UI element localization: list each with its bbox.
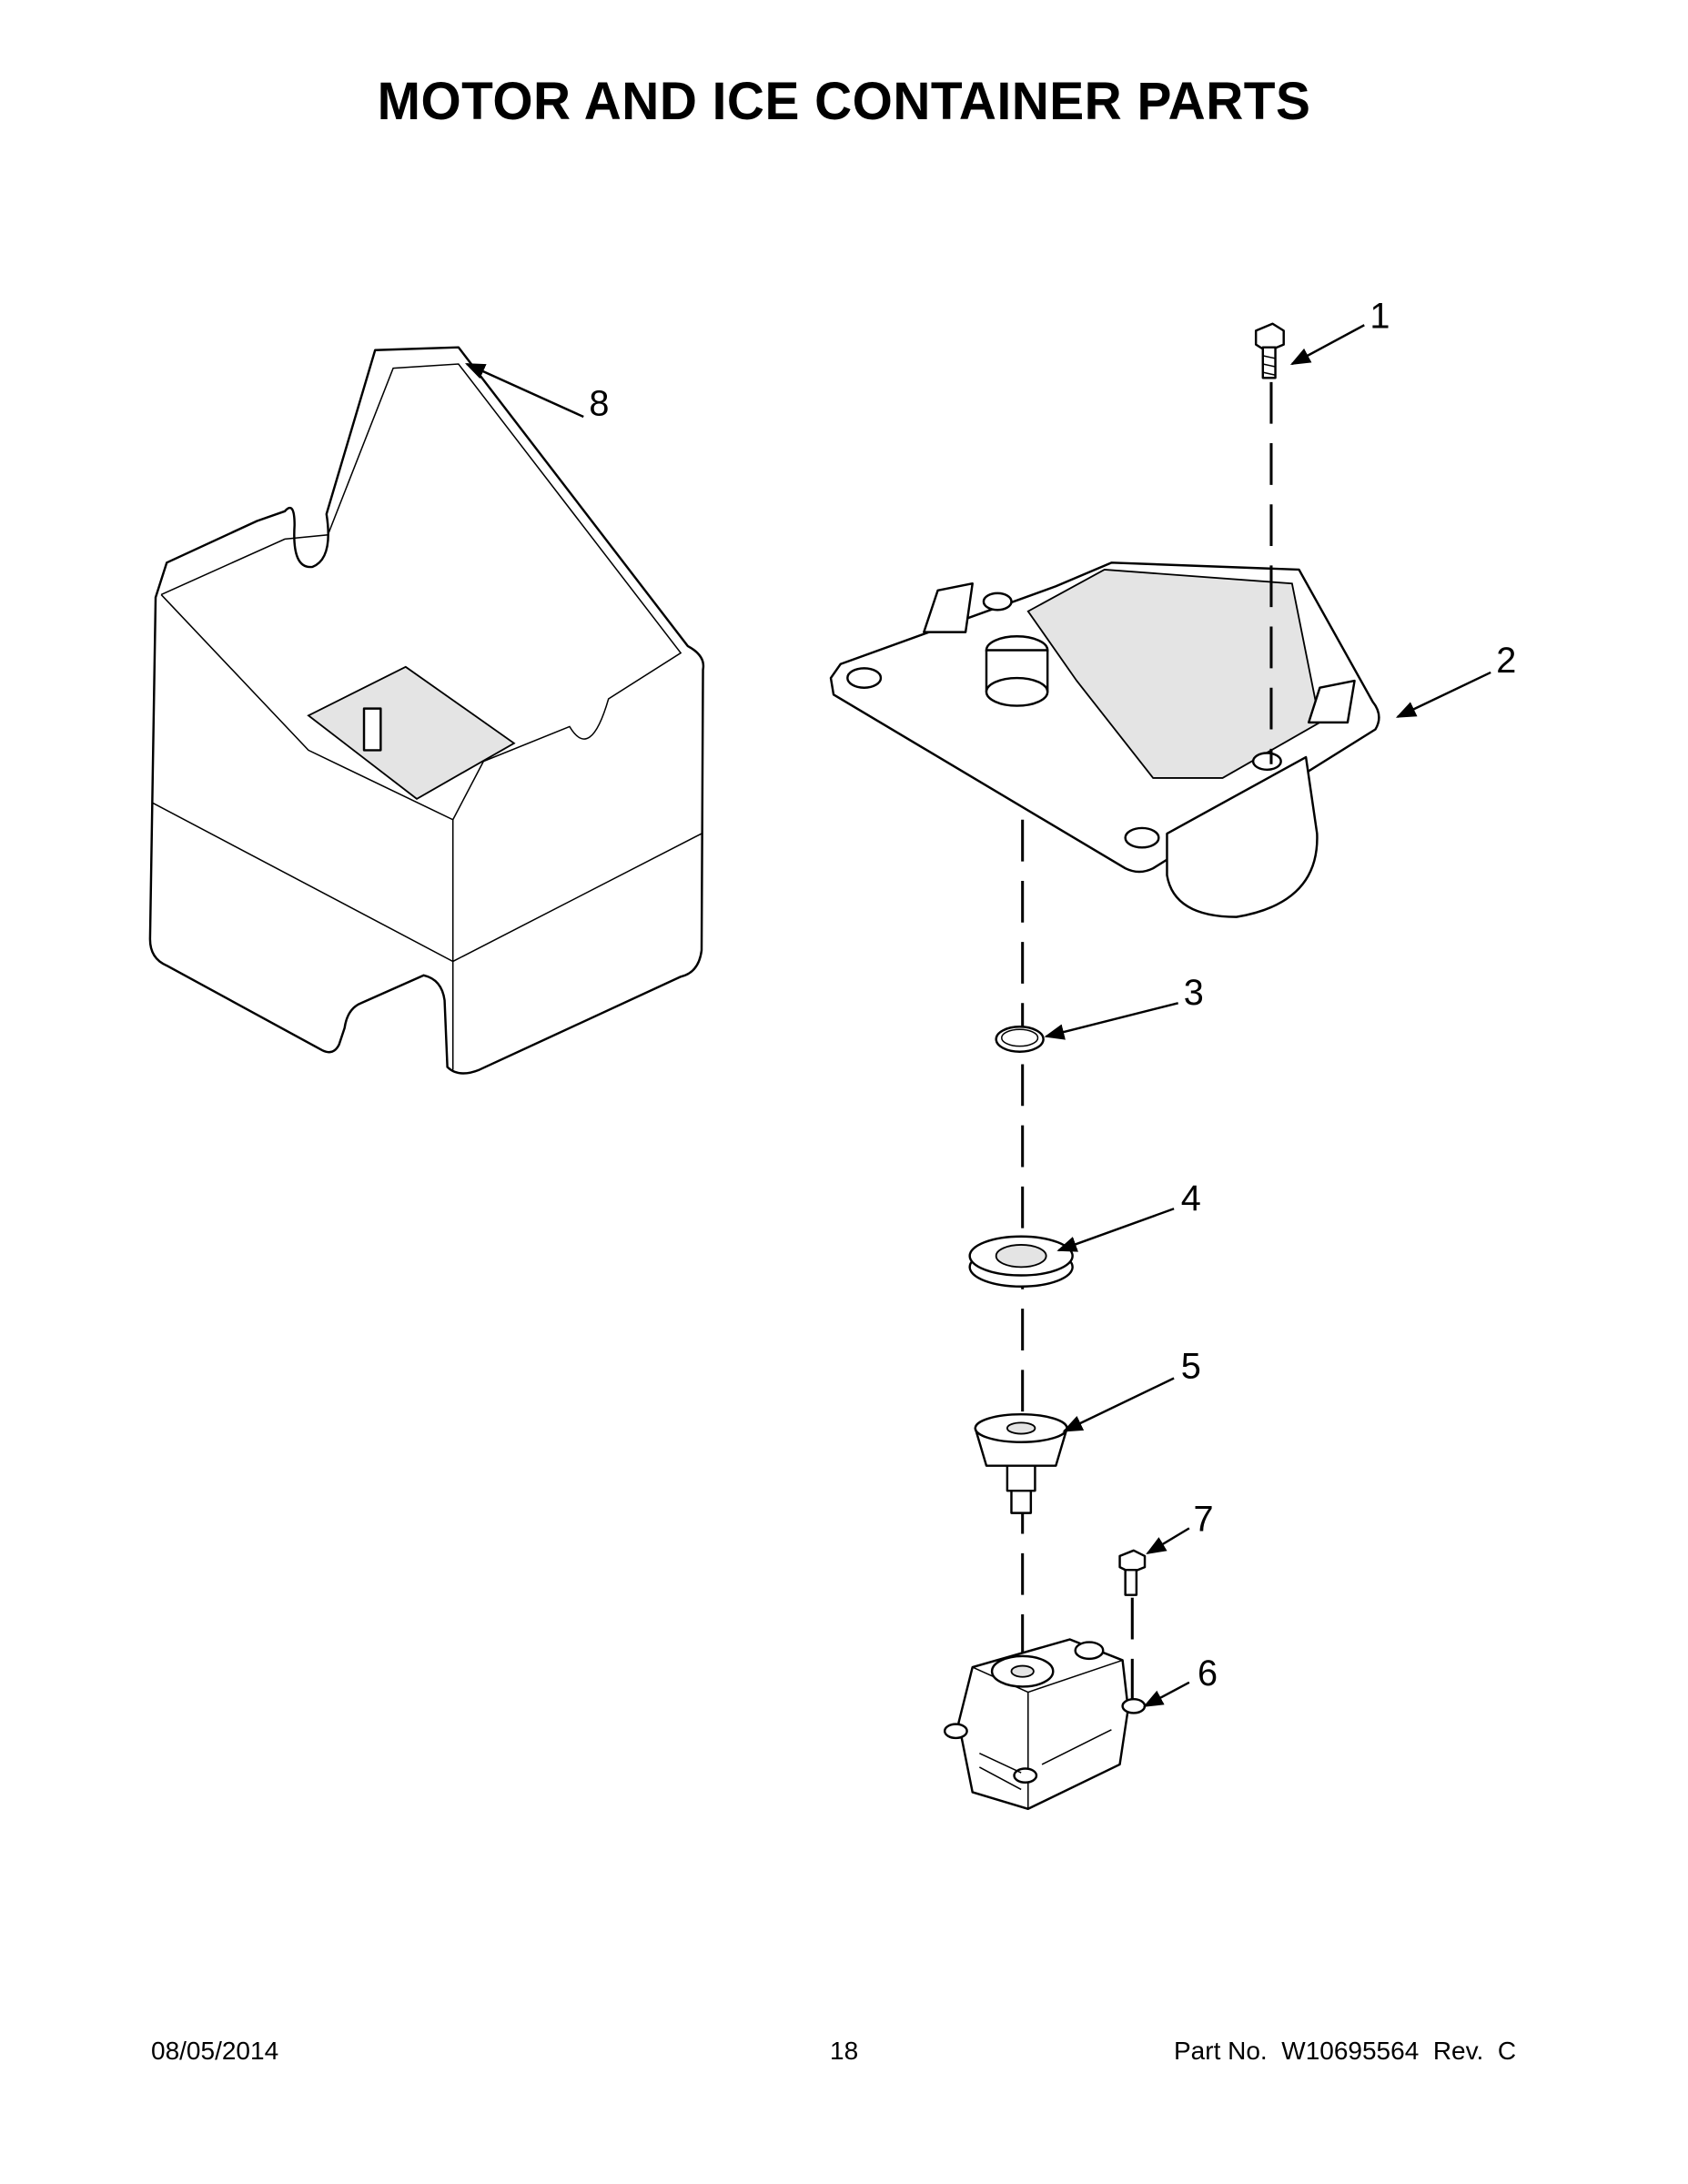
leader-arrow-2 [1395, 671, 1491, 718]
motor-part-6 [943, 1638, 1147, 1811]
callout-8: 8 [589, 383, 609, 423]
footer-page-number: 18 [830, 2037, 859, 2065]
bearing-part-4 [968, 1235, 1074, 1288]
screw-part-7 [1118, 1549, 1147, 1596]
leader-arrow-3 [1044, 1002, 1178, 1040]
callout-2: 2 [1496, 641, 1516, 681]
leader-arrow-8 [464, 362, 584, 419]
leader-arrow-7 [1146, 1527, 1190, 1555]
callout-5: 5 [1181, 1347, 1201, 1387]
footer-date: 08/05/2014 [151, 2037, 279, 2065]
leader-arrow-5 [1062, 1377, 1175, 1432]
chute-plate-part-2 [829, 561, 1380, 918]
callout-1: 1 [1370, 296, 1390, 336]
coupler-part-5 [974, 1412, 1068, 1514]
ring-part-3 [995, 1026, 1045, 1053]
leader-arrow-1 [1289, 324, 1365, 366]
leader-arrow-4 [1056, 1208, 1175, 1252]
leader-arrow-6 [1143, 1681, 1190, 1707]
screw-part-1 [1254, 322, 1285, 379]
callout-7: 7 [1193, 1499, 1213, 1539]
page-title: MOTOR AND ICE CONTAINER PARTS [377, 72, 1311, 131]
callout-6: 6 [1198, 1653, 1218, 1694]
ice-container-part-8 [148, 346, 705, 1075]
footer-part-number: Part No. W10695564 Rev. C [1174, 2037, 1517, 2065]
callout-3: 3 [1184, 973, 1204, 1013]
callout-4: 4 [1181, 1178, 1201, 1218]
